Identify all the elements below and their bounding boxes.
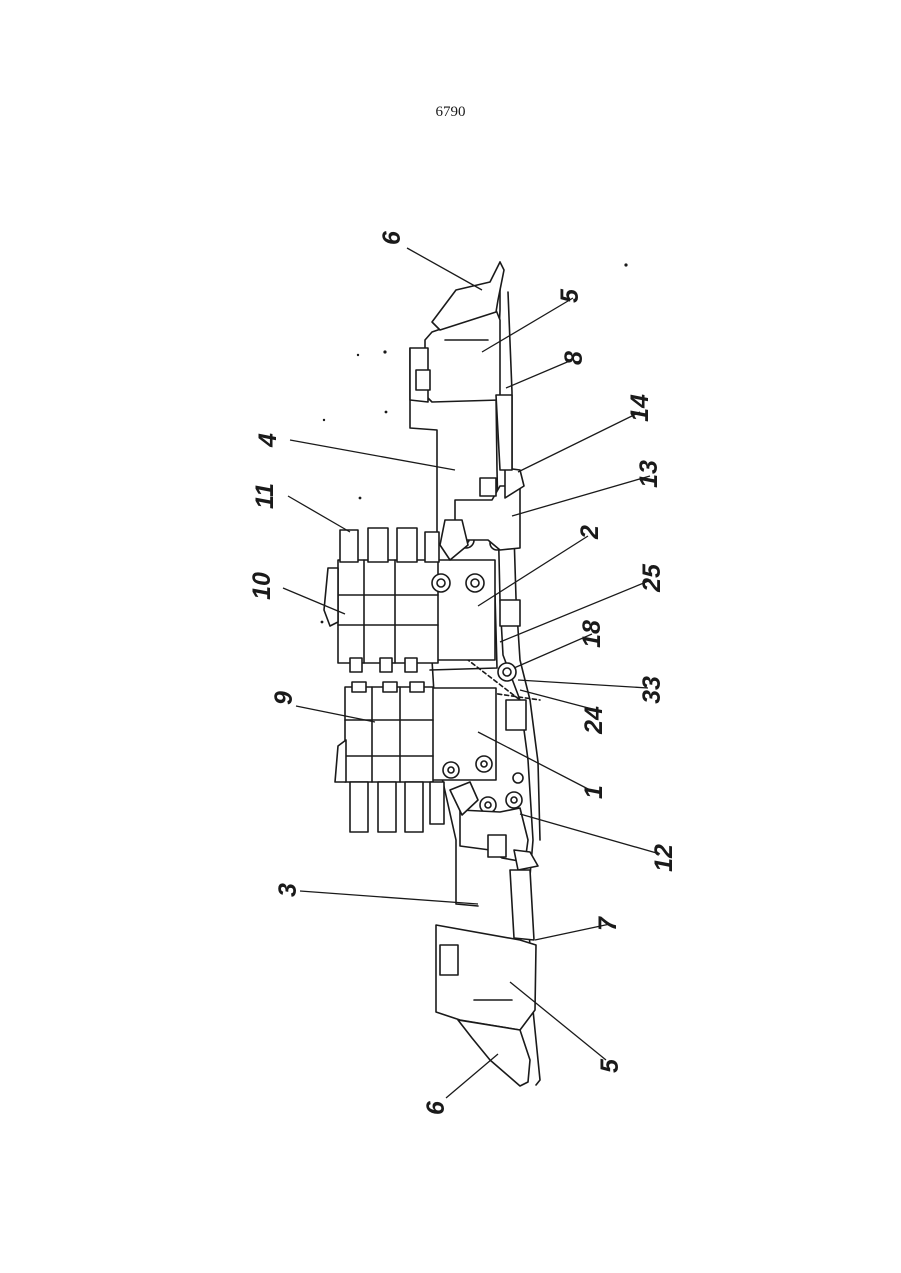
label-9: 9 [270, 691, 298, 705]
label-6-bottom: 6 [422, 1100, 450, 1115]
label-14: 14 [626, 394, 654, 422]
label-4: 4 [254, 433, 282, 448]
label-7: 7 [594, 916, 622, 931]
label-10: 10 [248, 572, 276, 600]
assembly-13 [440, 468, 524, 560]
label-33: 33 [638, 676, 666, 704]
label-25: 25 [638, 563, 666, 593]
label-18: 18 [578, 620, 606, 648]
label-2: 2 [576, 525, 604, 540]
label-5-top: 5 [556, 288, 584, 303]
label-24: 24 [580, 706, 608, 735]
label-5-bottom: 5 [596, 1058, 624, 1073]
label-12: 12 [650, 844, 678, 872]
roll-stack-9 [335, 682, 444, 832]
label-8: 8 [560, 351, 588, 365]
label-11: 11 [251, 483, 279, 509]
label-3: 3 [274, 883, 302, 897]
label-1: 1 [580, 785, 608, 799]
label-6-top: 6 [378, 230, 406, 245]
roll-stack-10 [324, 528, 439, 672]
label-13: 13 [635, 460, 663, 488]
assembly-12 [450, 782, 538, 870]
